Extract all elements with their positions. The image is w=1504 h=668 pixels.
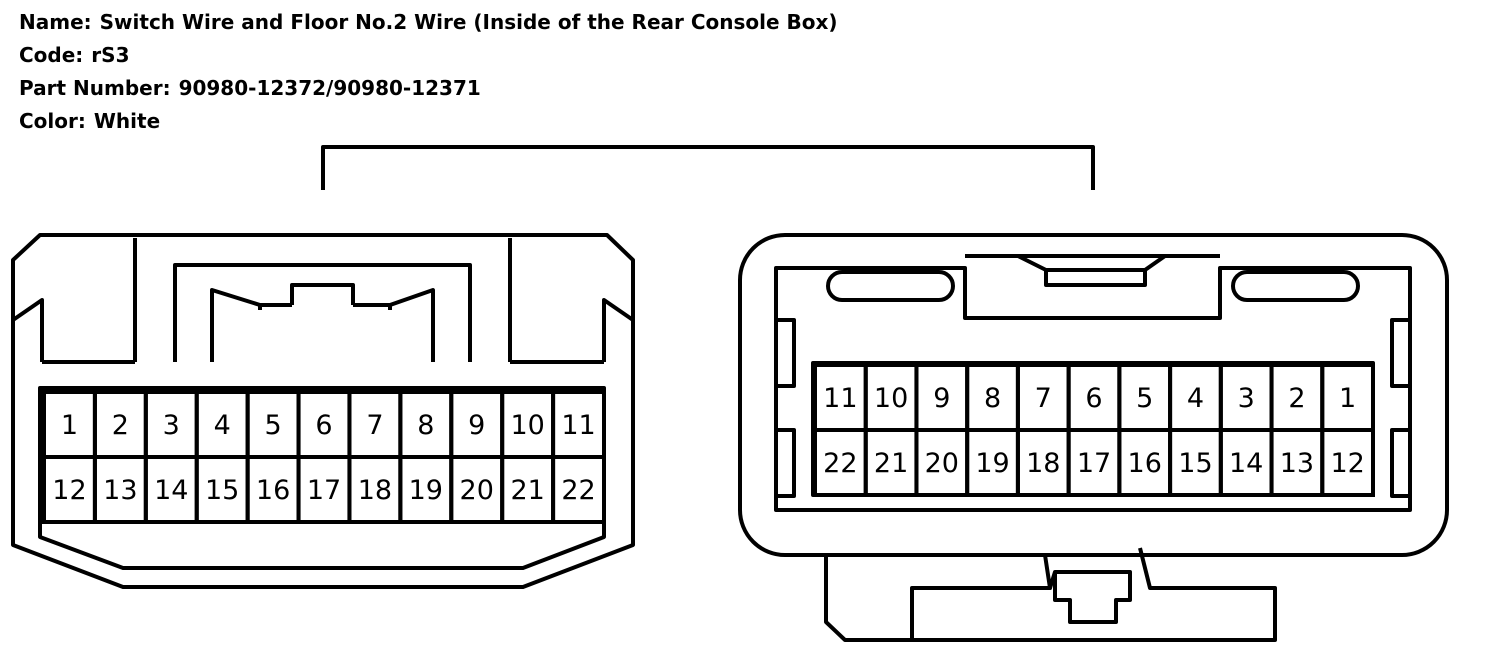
part-number: 90980-12372/90980-12371 xyxy=(178,76,481,100)
female-connector-slot-right xyxy=(1231,270,1360,302)
male-connector-bottom-taper xyxy=(38,522,606,570)
pin-number: 7 xyxy=(366,410,383,441)
male-connector-upper-frame xyxy=(11,238,635,364)
female-connector-side-tab-right-top xyxy=(1390,318,1412,388)
pin-number: 17 xyxy=(307,475,341,506)
connector-info: Name: Switch Wire and Floor No.2 Wire (In… xyxy=(19,6,838,138)
pin-number: 8 xyxy=(984,383,1001,414)
pin-number: 15 xyxy=(1178,448,1212,479)
pin-number: 6 xyxy=(315,410,332,441)
pin-number: 3 xyxy=(1238,383,1255,414)
female-connector-side-tab-left-bottom xyxy=(774,428,796,498)
pin-number: 4 xyxy=(1187,383,1204,414)
color-line: Color: White xyxy=(19,105,838,138)
part-number-line: Part Number: 90980-12372/90980-12371 xyxy=(19,72,838,105)
name-line: Name: Switch Wire and Floor No.2 Wire (In… xyxy=(19,6,838,39)
pin-number: 22 xyxy=(823,448,857,479)
pin-number: 5 xyxy=(264,410,281,441)
female-connector-side-tab-left-top xyxy=(774,318,796,388)
female-connector-outline xyxy=(738,233,1449,557)
pin-number: 9 xyxy=(933,383,950,414)
pin-number: 22 xyxy=(561,475,595,506)
female-connector-slot-left xyxy=(826,270,955,302)
female-connector-side-tab-right-bottom xyxy=(1390,428,1412,498)
pin-number: 3 xyxy=(163,410,180,441)
pin-number: 4 xyxy=(214,410,231,441)
mating-bracket xyxy=(321,145,1095,190)
pin-number: 12 xyxy=(1330,448,1364,479)
pin-number: 21 xyxy=(510,475,544,506)
pin-number: 10 xyxy=(874,383,908,414)
pin-number: 20 xyxy=(925,448,959,479)
female-connector-inner-frame xyxy=(774,266,1412,512)
pin-number: 16 xyxy=(1128,448,1162,479)
female-connector-lock xyxy=(824,547,1277,642)
pin-number: 8 xyxy=(417,410,434,441)
pin-number: 11 xyxy=(561,410,595,441)
part-number-label: Part Number: xyxy=(19,76,171,100)
pin-number: 18 xyxy=(1026,448,1060,479)
pin-number: 17 xyxy=(1077,448,1111,479)
pin-number: 11 xyxy=(823,383,857,414)
connector-name: Switch Wire and Floor No.2 Wire (Inside … xyxy=(99,10,838,34)
pin-number: 5 xyxy=(1136,383,1153,414)
pin-number: 1 xyxy=(1339,383,1356,414)
female-connector-key xyxy=(965,254,1220,287)
pin-number: 6 xyxy=(1085,383,1102,414)
connector-code: rS3 xyxy=(91,43,130,67)
pin-number: 12 xyxy=(52,475,86,506)
pin-number: 1 xyxy=(61,410,78,441)
pin-number: 20 xyxy=(460,475,494,506)
pin-cell xyxy=(1320,428,1375,497)
pin-number: 10 xyxy=(510,410,544,441)
pin-number: 18 xyxy=(358,475,392,506)
pin-number: 14 xyxy=(154,475,188,506)
pin-number: 2 xyxy=(1288,383,1305,414)
color-label: Color: xyxy=(19,109,86,133)
pin-number: 7 xyxy=(1035,383,1052,414)
pin-number: 15 xyxy=(205,475,239,506)
code-label: Code: xyxy=(19,43,84,67)
male-connector-latch xyxy=(173,263,472,362)
pin-number: 13 xyxy=(103,475,137,506)
pin-number: 16 xyxy=(256,475,290,506)
pin-number: 14 xyxy=(1229,448,1263,479)
connector-color: White xyxy=(93,109,161,133)
pin-number: 13 xyxy=(1280,448,1314,479)
pin-number: 19 xyxy=(409,475,443,506)
code-line: Code: rS3 xyxy=(19,39,838,72)
pin-number: 9 xyxy=(468,410,485,441)
name-label: Name: xyxy=(19,10,92,34)
pin-number: 2 xyxy=(112,410,129,441)
male-connector-outline xyxy=(11,233,635,589)
pin-number: 19 xyxy=(975,448,1009,479)
pin-cell xyxy=(551,455,606,524)
pin-number: 21 xyxy=(874,448,908,479)
